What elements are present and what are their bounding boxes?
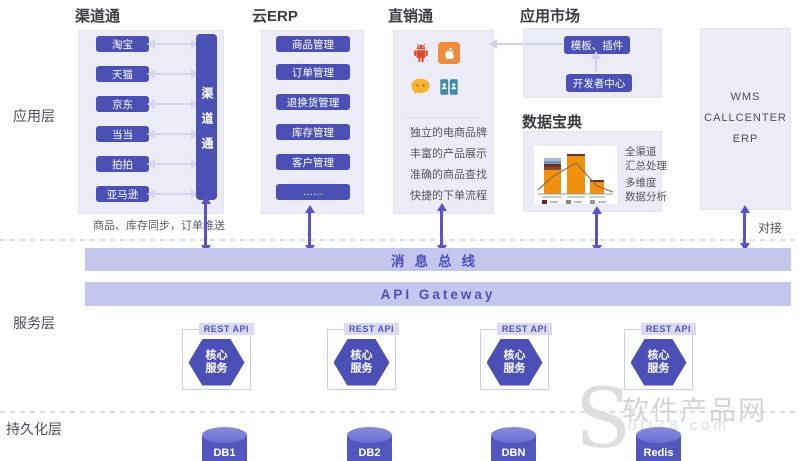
channel-item-tmall: 天猫 xyxy=(96,66,149,82)
market-up-arrow xyxy=(591,51,601,72)
external-system-wms: WMS xyxy=(730,91,761,103)
developer-center-button: 开发者中心 xyxy=(566,74,632,92)
apple-icon xyxy=(438,42,460,64)
data-note-analysis: 多维度 数据分析 xyxy=(625,177,667,203)
db-cylinder-db1: DB1 xyxy=(202,427,247,461)
divider-application-service xyxy=(0,239,799,241)
direct-feature: 快捷的下单流程 xyxy=(410,190,487,202)
market-panel: 模板、插件 开发者中心 xyxy=(523,28,662,98)
direct-feature: 独立的电商品牌 xyxy=(410,127,487,139)
mini-bar-chart xyxy=(534,146,617,204)
rest-api-box: REST API 核心服务 xyxy=(182,323,254,390)
external-panel: WMS CALLCENTER ERP xyxy=(700,28,791,210)
rest-api-tag: REST API xyxy=(343,323,399,335)
erp-module-customers: 客户管理 xyxy=(276,154,350,170)
erp-module-inventory: 库存管理 xyxy=(276,124,350,140)
section-title-data: 数据宝典 xyxy=(522,114,583,131)
erp-module-more: …… xyxy=(276,184,350,200)
rest-api-box: REST API 核心服务 xyxy=(480,323,552,390)
erp-module-goods: 商品管理 xyxy=(276,36,350,52)
channel-item-taobao: 淘宝 xyxy=(96,36,149,52)
channel-bus-arrow xyxy=(200,196,211,253)
direct-divider xyxy=(407,117,479,118)
rest-api-box: REST API 核心服务 xyxy=(327,323,399,390)
data-note-omnichannel: 全渠道 汇总处理 xyxy=(625,146,667,172)
wechat-icon xyxy=(409,76,431,98)
mobile-shop-icon xyxy=(438,76,460,98)
section-title-direct: 直销通 xyxy=(388,8,434,25)
core-service-hexagon: 核心服务 xyxy=(188,338,245,386)
core-service-hexagon: 核心服务 xyxy=(486,338,543,386)
rest-api-box: REST API 核心服务 xyxy=(624,323,696,390)
dock-arrow xyxy=(739,205,750,251)
layer-label-service: 服务层 xyxy=(13,315,55,331)
section-title-channel: 渠道通 xyxy=(75,8,121,25)
channel-hub-bar: 渠道通 xyxy=(196,34,217,200)
direct-feature: 丰富的产品展示 xyxy=(410,148,487,160)
db-cylinder-dbn: DBN xyxy=(491,427,536,461)
channel-item-dangdang: 当当 xyxy=(96,126,149,142)
watermark-site-name: 软件产品网 xyxy=(622,396,767,426)
template-plugin-button: 模板、插件 xyxy=(564,36,630,54)
rest-api-tag: REST API xyxy=(496,323,552,335)
section-title-erp: 云ERP xyxy=(252,8,298,25)
divider-service-persistence xyxy=(0,411,799,413)
erp-module-returns: 退换货管理 xyxy=(276,94,350,110)
core-service-hexagon: 核心服务 xyxy=(630,338,687,386)
external-system-callcenter: CALLCENTER xyxy=(704,112,787,124)
erp-panel: 商品管理 订单管理 退换货管理 库存管理 客户管理 …… xyxy=(261,30,364,214)
erp-bus-arrow xyxy=(304,205,315,253)
channel-sync-arrow xyxy=(147,39,199,49)
rest-api-tag: REST API xyxy=(198,323,254,335)
direct-feature-list: 独立的电商品牌 丰富的产品展示 准确的商品查找 快捷的下单流程 xyxy=(410,123,487,207)
erp-module-orders: 订单管理 xyxy=(276,64,350,80)
message-bus-bar: 消息总线 xyxy=(85,248,791,271)
db-cylinder-db2: DB2 xyxy=(347,427,392,461)
rest-api-tag: REST API xyxy=(640,323,696,335)
direct-bus-arrow xyxy=(436,203,447,253)
channel-sync-arrow xyxy=(147,159,199,169)
channel-sync-arrow xyxy=(147,69,199,79)
data-panel: 全渠道 汇总处理 多维度 数据分析 xyxy=(523,131,667,212)
watermark-initial: S xyxy=(575,372,632,461)
section-title-market: 应用市场 xyxy=(520,8,581,25)
dock-label: 对接 xyxy=(758,221,783,235)
channel-item-amazon: 亚马逊 xyxy=(96,186,149,202)
channel-caption: 商品、库存同步，订单推送 xyxy=(93,220,225,232)
channel-panel: 淘宝 天猫 京东 当当 拍拍 亚马逊 渠道通 xyxy=(78,30,224,214)
market-to-direct-arrow xyxy=(489,39,563,49)
channel-sync-arrow xyxy=(147,129,199,139)
layer-label-persistence: 持久化层 xyxy=(6,421,62,437)
android-icon xyxy=(410,42,432,64)
api-gateway-bar: API Gateway xyxy=(85,282,791,306)
external-system-erp: ERP xyxy=(732,133,759,145)
db-cylinder-redis: Redis xyxy=(636,427,681,461)
layer-label-application: 应用层 xyxy=(13,108,55,124)
direct-panel: 独立的电商品牌 丰富的产品展示 准确的商品查找 快捷的下单流程 xyxy=(393,30,494,214)
channel-sync-arrow xyxy=(147,99,199,109)
channel-item-jd: 京东 xyxy=(96,96,149,112)
core-service-hexagon: 核心服务 xyxy=(333,338,390,386)
data-bus-arrow xyxy=(591,206,602,253)
direct-feature: 准确的商品查找 xyxy=(410,169,487,181)
channel-item-paipai: 拍拍 xyxy=(96,156,149,172)
channel-sync-arrow xyxy=(147,189,199,199)
